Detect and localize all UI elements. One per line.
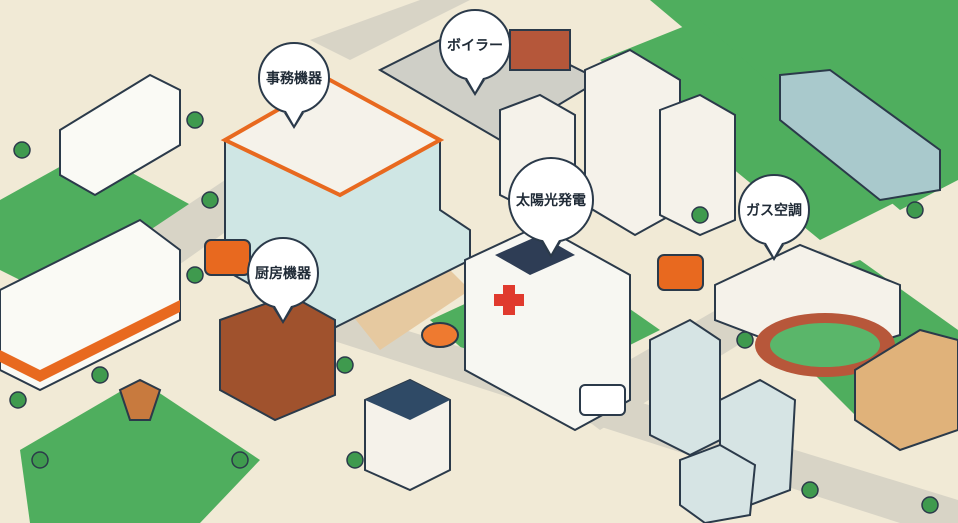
label-boiler[interactable]: ボイラー — [439, 9, 511, 96]
road — [310, 0, 470, 60]
trees — [9, 111, 939, 514]
playground-tower — [118, 378, 162, 421]
label-office-equipment[interactable]: 事務機器 — [258, 42, 330, 129]
building — [59, 73, 181, 197]
label-gas-air-conditioning[interactable]: ガス空調 — [738, 174, 810, 261]
label-text: ガス空調 — [746, 203, 802, 219]
grass-area — [0, 150, 200, 300]
tower — [679, 443, 757, 523]
tower — [649, 318, 721, 457]
ambulance — [579, 384, 626, 416]
label-kitchen-equipment[interactable]: 厨房機器 — [247, 237, 319, 324]
label-text: 厨房機器 — [255, 266, 311, 282]
car — [421, 322, 459, 348]
label-solar-power[interactable]: 太陽光発電 — [508, 157, 594, 258]
label-text: ボイラー — [447, 38, 503, 54]
bus — [204, 239, 251, 276]
bus — [657, 254, 704, 291]
grass-area — [20, 380, 260, 523]
label-text: 事務機器 — [266, 71, 322, 87]
gymnasium — [854, 328, 958, 452]
convenience-store — [0, 218, 181, 392]
apartment — [659, 93, 736, 237]
grass-area — [600, 20, 900, 240]
label-text: 太陽光発電 — [516, 193, 586, 209]
train-station — [779, 68, 941, 202]
